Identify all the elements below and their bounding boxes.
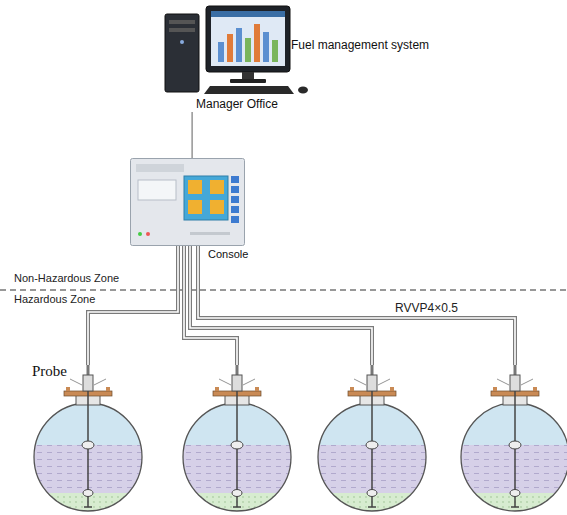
console-node: Console (130, 158, 245, 246)
computer-shape (160, 2, 430, 112)
cable-outline (190, 246, 372, 365)
tank-node (175, 365, 299, 513)
tank-shape (175, 365, 299, 513)
cable-connector (192, 112, 193, 158)
tank-shape (26, 365, 150, 513)
cable-outline (198, 246, 515, 365)
cable-core (198, 246, 515, 365)
zone-label: Hazardous Zone (14, 293, 95, 305)
console-label: Console (208, 248, 248, 260)
tank-shape (453, 365, 567, 513)
tank-node: Probe (26, 365, 150, 513)
system-title: Fuel management system (291, 38, 429, 52)
cable-connector (198, 246, 515, 365)
cable-core (88, 246, 178, 365)
tank-node (453, 365, 567, 513)
computer-node: Fuel management systemManager Office (160, 2, 430, 112)
tank-node (310, 365, 434, 513)
probe-label: Probe (32, 363, 67, 380)
cable-connector (88, 246, 178, 365)
zone-line (0, 289, 567, 290)
cable-outline (192, 112, 193, 158)
cable-core (190, 246, 372, 365)
zone-label: Non-Hazardous Zone (14, 272, 119, 284)
cable-label: RVVP4×0.5 (393, 301, 460, 315)
console-shape (130, 158, 245, 246)
cable-outline (88, 246, 178, 365)
tank-shape (310, 365, 434, 513)
office-label: Manager Office (196, 97, 278, 111)
cable-connector (190, 246, 372, 365)
